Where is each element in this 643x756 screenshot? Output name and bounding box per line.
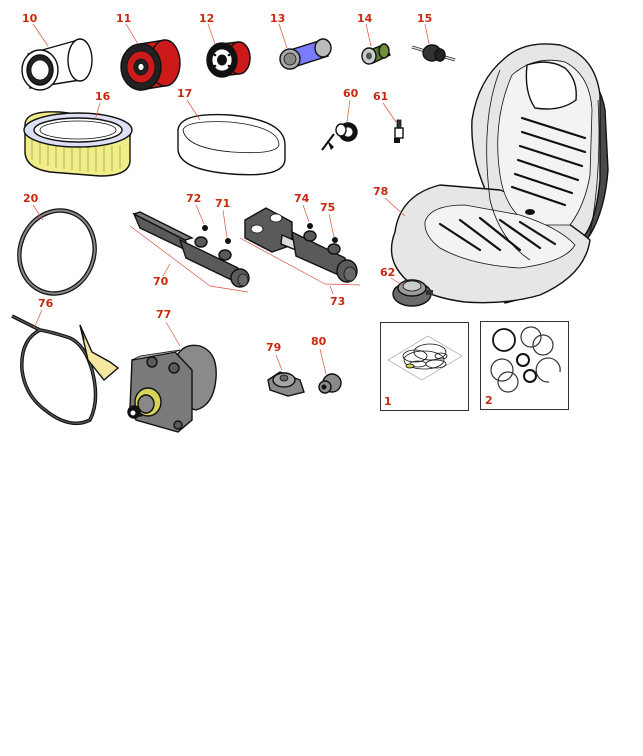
part-12-fuel-filter[interactable] (206, 41, 251, 78)
svg-text:14: 14 (357, 12, 373, 25)
part-20-gasket[interactable] (8, 200, 106, 304)
callout-62[interactable]: 62 (380, 266, 403, 286)
part-14-inline-filter[interactable] (361, 43, 391, 65)
svg-text:15: 15 (417, 12, 432, 25)
callout-71[interactable]: 71 (215, 197, 230, 239)
callout-76[interactable]: 76 (33, 297, 54, 329)
svg-text:74: 74 (294, 192, 310, 205)
svg-text:76: 76 (38, 297, 54, 310)
callout-79[interactable]: 79 (266, 341, 283, 371)
part-11-oil-filter[interactable] (120, 39, 181, 91)
part-60-ignition-switch[interactable] (321, 122, 358, 151)
svg-text:13: 13 (270, 12, 285, 25)
part-70-cylinder[interactable] (132, 211, 250, 288)
part-80-fitting[interactable] (318, 373, 342, 394)
svg-text:2: 2 (485, 394, 493, 407)
part-78-seat[interactable] (390, 43, 609, 304)
callout-20[interactable]: 20 (23, 192, 44, 221)
part-73-cylinder[interactable] (244, 207, 358, 283)
svg-text:77: 77 (156, 308, 171, 321)
part-76-throttle-cable[interactable] (11, 314, 120, 426)
callout-16[interactable]: 16 (94, 90, 111, 121)
svg-text:60: 60 (343, 87, 359, 100)
callout-60[interactable]: 60 (343, 87, 359, 123)
svg-text:61: 61 (373, 90, 388, 103)
callout-14[interactable]: 14 (357, 12, 373, 47)
svg-text:10: 10 (22, 12, 38, 25)
kit-2-box[interactable]: 2 (480, 321, 569, 410)
svg-text:70: 70 (153, 275, 169, 288)
svg-text:71: 71 (215, 197, 230, 210)
part-17-belt[interactable] (177, 113, 286, 176)
callout-17[interactable]: 17 (177, 87, 201, 121)
svg-text:78: 78 (373, 185, 388, 198)
callout-75[interactable]: 75 (320, 201, 335, 238)
callout-77[interactable]: 77 (156, 308, 181, 347)
svg-text:20: 20 (23, 192, 39, 205)
svg-text:17: 17 (177, 87, 192, 100)
part-15-fuel-pump[interactable] (411, 44, 456, 62)
part-72-fitting[interactable] (202, 225, 208, 231)
callout-12[interactable]: 12 (199, 12, 216, 45)
part-61-sensor[interactable] (394, 119, 404, 143)
callout-74[interactable]: 74 (294, 192, 310, 223)
callout-78[interactable]: 78 (373, 185, 406, 217)
svg-text:12: 12 (199, 12, 214, 25)
callout-11[interactable]: 11 (116, 12, 139, 45)
part-79-mount[interactable] (267, 371, 305, 397)
svg-text:79: 79 (266, 341, 281, 354)
svg-text:62: 62 (380, 266, 395, 279)
svg-text:80: 80 (311, 335, 327, 348)
svg-text:73: 73 (330, 295, 345, 308)
svg-text:16: 16 (95, 90, 111, 103)
svg-text:11: 11 (116, 12, 131, 25)
callout-61[interactable]: 61 (373, 90, 397, 123)
callout-10[interactable]: 10 (22, 12, 49, 47)
callout-80[interactable]: 80 (311, 335, 327, 375)
part-71-fitting[interactable] (225, 238, 231, 244)
part-77-hydraulic-motor[interactable] (127, 344, 217, 433)
kit-1-box[interactable]: 1 (380, 322, 469, 411)
part-75-fitting[interactable] (332, 237, 338, 243)
part-10-air-filter[interactable] (21, 38, 93, 91)
part-74-fitting[interactable] (307, 223, 313, 229)
svg-text:1: 1 (384, 395, 392, 408)
callout-70[interactable]: 70 (153, 263, 171, 288)
part-13-hose[interactable] (279, 38, 332, 70)
callout-73[interactable]: 73 (329, 285, 345, 308)
part-62-horn[interactable] (392, 279, 433, 307)
svg-text:75: 75 (320, 201, 335, 214)
callout-72[interactable]: 72 (186, 192, 205, 225)
part-16-air-filter-element[interactable] (23, 111, 133, 177)
callout-13[interactable]: 13 (270, 12, 288, 49)
svg-text:72: 72 (186, 192, 201, 205)
callout-15[interactable]: 15 (417, 12, 432, 45)
